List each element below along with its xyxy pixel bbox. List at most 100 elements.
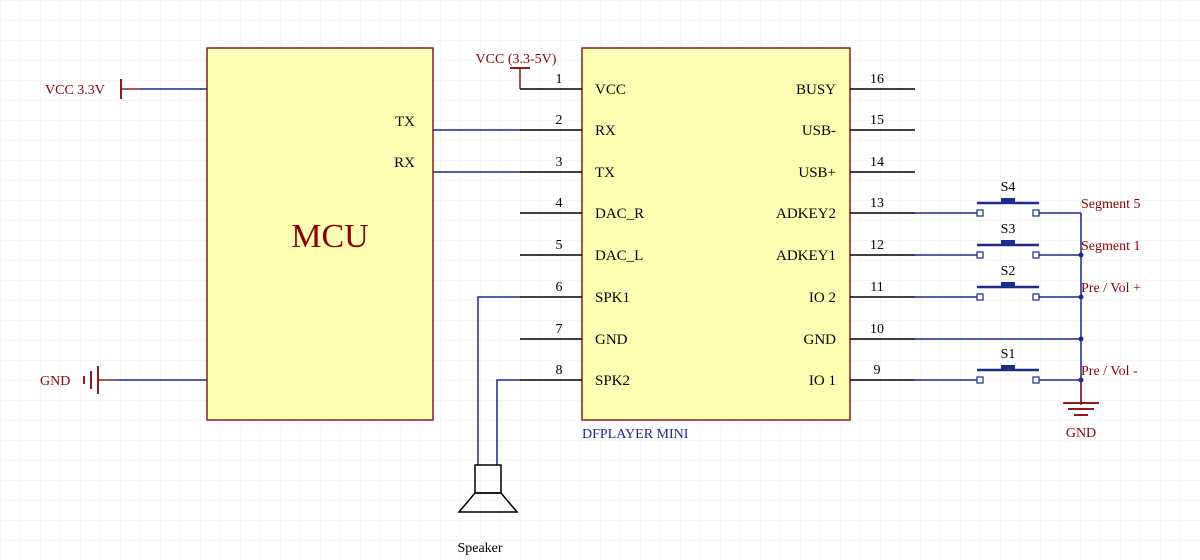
pin-name: DAC_L [595, 248, 643, 264]
switch-contact [1032, 293, 1040, 301]
switch-bus: GND [1063, 213, 1099, 441]
pin-name: GND [804, 332, 837, 348]
mcu-pin-tx-label: TX [395, 114, 415, 130]
wire-spk1 [477, 296, 520, 465]
right-pin: 9 IO 1 [809, 363, 915, 389]
mcu-body [206, 47, 434, 421]
left-pin: 3TX [520, 155, 615, 181]
switch-plunger [1001, 198, 1015, 203]
pin-name: IO 2 [809, 290, 836, 306]
switch-ref: S3 [1001, 222, 1016, 237]
pin-number: 16 [870, 72, 884, 87]
pin-name: SPK2 [595, 373, 630, 389]
pin-number: 6 [556, 280, 563, 295]
mcu-vcc-label: VCC 3.3V [45, 83, 105, 98]
switch-contact [1032, 376, 1040, 384]
junction-dot [1078, 336, 1084, 342]
dfplayer-body [581, 47, 851, 421]
pin-number: 10 [870, 322, 884, 337]
pin-name: DAC_R [595, 206, 644, 222]
pin-name: RX [595, 123, 616, 139]
module-name: DFPLAYER MINI [582, 427, 689, 442]
switch-gnd-label: GND [1066, 426, 1096, 441]
switch-ref: S2 [1001, 264, 1016, 279]
pin-name: SPK1 [595, 290, 630, 306]
switch-ref: S4 [1001, 180, 1016, 195]
pin-number: 7 [556, 322, 563, 337]
pin-name: USB+ [798, 165, 836, 181]
switch-plunger [1001, 365, 1015, 370]
pin-number: 13 [870, 196, 884, 211]
pin-number: 4 [556, 196, 563, 211]
speaker-component: Speaker [457, 296, 520, 556]
switch-function-label: Pre / Vol + [1081, 281, 1141, 296]
mcu-block: MCU TX RX [206, 47, 434, 421]
switch-contact [976, 251, 984, 259]
pin-number: 9 [874, 363, 881, 378]
pin-number: 5 [556, 238, 563, 253]
pin-name: IO 1 [809, 373, 836, 389]
left-pin: 2RX [520, 113, 616, 139]
switch-contact [1032, 209, 1040, 217]
module-vcc-label: VCC (3.3-5V) [476, 52, 557, 67]
pin-number: 14 [870, 155, 884, 170]
switch-plunger [1001, 240, 1015, 245]
switch-contact [976, 209, 984, 217]
pin-name: VCC [595, 82, 626, 98]
pin-number: 1 [556, 72, 563, 87]
pin-name: BUSY [796, 82, 836, 98]
module-vcc-port: VCC (3.3-5V) [476, 52, 557, 89]
switch-contact [1032, 251, 1040, 259]
pin-name: TX [595, 165, 615, 181]
pin-number: 15 [870, 113, 884, 128]
pin-number: 2 [556, 113, 563, 128]
mcu-name: MCU [291, 218, 368, 255]
switch-contact [976, 293, 984, 301]
mcu-gnd-label: GND [40, 374, 70, 389]
wire-spk2 [496, 379, 520, 465]
pin-number: 11 [870, 280, 883, 295]
pin-name: ADKEY1 [776, 248, 836, 264]
switch-plunger [1001, 282, 1015, 287]
pin-name: GND [595, 332, 628, 348]
junction-dot [1078, 252, 1084, 258]
speaker-label: Speaker [457, 541, 502, 556]
right-pin: 11 IO 2 [809, 280, 915, 306]
pin-number: 3 [556, 155, 563, 170]
pin-name: ADKEY2 [776, 206, 836, 222]
junction-dot [1078, 377, 1084, 383]
mcu-vcc-port: VCC 3.3V [45, 79, 207, 99]
switch-function-label: Segment 5 [1081, 197, 1141, 212]
pin-name: USB- [802, 123, 836, 139]
speaker-cone-icon [457, 492, 519, 513]
pin-number: 8 [556, 363, 563, 378]
switch-function-label: Segment 1 [1081, 239, 1141, 254]
pin-number: 12 [870, 238, 884, 253]
mcu-gnd-port: GND [40, 366, 207, 394]
mcu-pin-rx-label: RX [394, 155, 415, 171]
switch-contact [976, 376, 984, 384]
junction-dot [1078, 294, 1084, 300]
switch-ref: S1 [1001, 347, 1016, 362]
